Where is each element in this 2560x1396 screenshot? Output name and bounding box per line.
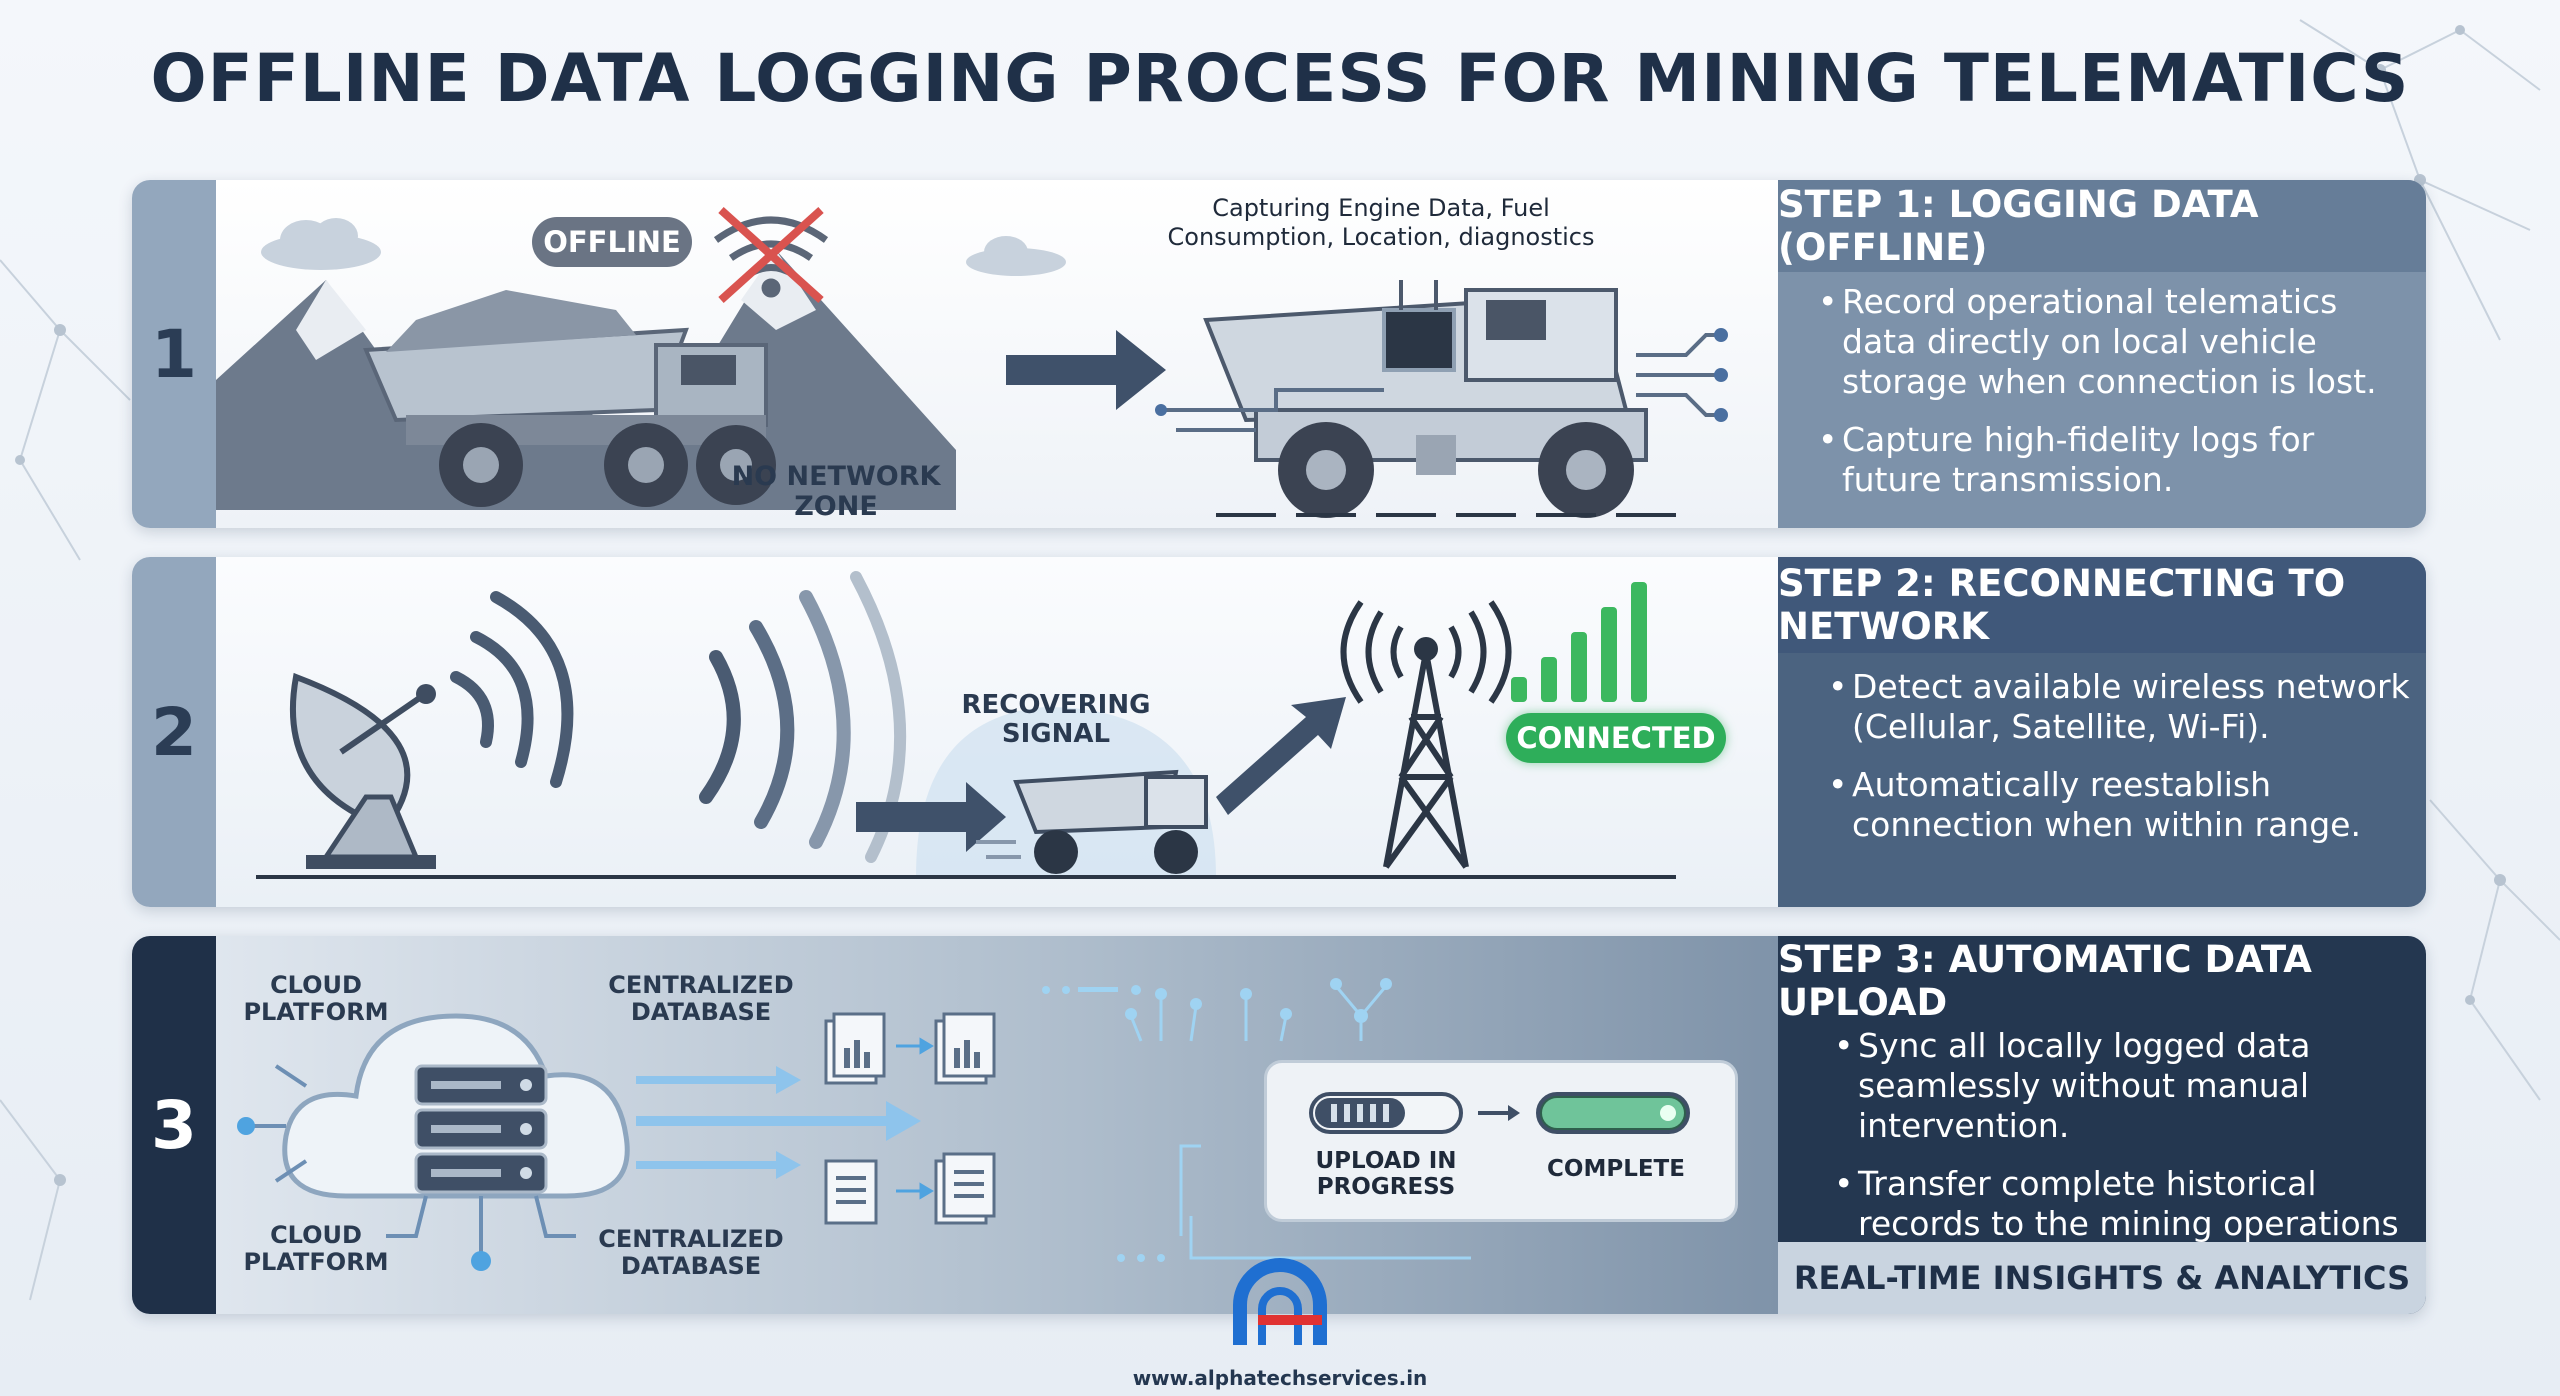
cloud-icon <box>261 218 1066 276</box>
bullet-item: Sync all locally logged data seamlessly … <box>1834 1026 2424 1146</box>
step-1-heading: STEP 1: LOGGING DATA (OFFLINE) <box>1778 180 2426 272</box>
step-1-bullets: Record operational telematics data direc… <box>1818 282 2408 518</box>
step-2-panel: 2 <box>132 557 2426 907</box>
chip-icon <box>1382 280 1456 372</box>
step-3-panel: 3 <box>132 936 2426 1314</box>
step-2-info: STEP 2: RECONNECTING TO NETWORK Detect a… <box>1778 557 2426 907</box>
company-logo <box>1233 1258 1327 1345</box>
footer-url: www.alphatechservices.in <box>1132 1366 1428 1390</box>
no-network-zone-label: NO NETWORK ZONE <box>731 461 941 522</box>
progress-overlay <box>1309 1092 1690 1134</box>
bullet-item: Record operational telematics data direc… <box>1818 282 2408 402</box>
step-3-scene: CLOUD PLATFORM CENTRALIZED DATABASE CLOU… <box>216 936 1778 1314</box>
satellite-dish-icon <box>289 672 436 869</box>
step-1-panel: 1 <box>132 180 2426 528</box>
no-signal-icon <box>713 207 829 303</box>
step-2-heading: STEP 2: RECONNECTING TO NETWORK <box>1778 557 2426 653</box>
bullet-item: Transfer complete historical records to … <box>1834 1164 2424 1284</box>
step-1-info: STEP 1: LOGGING DATA (OFFLINE) Record op… <box>1778 180 2426 528</box>
connected-badge: CONNECTED <box>1506 713 1726 763</box>
centralized-database-label-bottom: CENTRALIZED DATABASE <box>598 1225 784 1280</box>
upload-status-box <box>1264 1060 1738 1222</box>
cloud-platform-label-bottom: CLOUD PLATFORM <box>243 1221 389 1276</box>
centralized-database-label-top: CENTRALIZED DATABASE <box>608 971 794 1026</box>
step-3-heading: STEP 3: AUTOMATIC DATA UPLOAD <box>1778 938 2312 1024</box>
complete-label: COMPLETE <box>1547 1156 1685 1182</box>
upload-in-progress-label: UPLOAD IN PROGRESS <box>1315 1148 1457 1200</box>
signal-waves <box>450 571 907 863</box>
step-number: 1 <box>132 180 216 528</box>
step-1-scene: OFFLINE NO NETWORK ZONE Capturing Engine… <box>216 180 1778 528</box>
arrow-icon <box>1006 330 1166 410</box>
step-3-info: STEP 3: AUTOMATIC DATA UPLOAD Sync all l… <box>1778 936 2426 1314</box>
flow-arrows <box>636 1066 921 1179</box>
cloud-icon <box>282 1013 630 1199</box>
step-2-scene: RECOVERING SIGNAL CONNECTED <box>216 557 1778 907</box>
bullet-item: Capture high-fidelity logs for future tr… <box>1818 420 2408 500</box>
step-1-illustration <box>216 207 1728 518</box>
signal-bars-icon <box>1511 582 1647 702</box>
bullet-item: Automatically reestablish connection whe… <box>1828 765 2418 845</box>
bullet-item: Detect available wireless network (Cellu… <box>1828 667 2418 747</box>
step-2-illustration <box>256 571 1676 879</box>
cell-tower-icon <box>1340 600 1512 869</box>
data-lines <box>1166 333 1716 432</box>
step-number: 2 <box>132 557 216 907</box>
capturing-data-label: Capturing Engine Data, Fuel Consumption,… <box>1167 194 1595 251</box>
recovering-signal-label: RECOVERING SIGNAL <box>961 690 1151 749</box>
offline-badge: OFFLINE <box>532 217 692 267</box>
step-number: 3 <box>132 936 216 1314</box>
page-title: OFFLINE DATA LOGGING PROCESS FOR MINING … <box>150 40 2410 117</box>
haul-truck-icon <box>976 769 1208 874</box>
step-3-bullets: Sync all locally logged data seamlessly … <box>1834 1026 2424 1302</box>
server-icon <box>414 1064 548 1194</box>
cloud-platform-label-top: CLOUD PLATFORM <box>243 971 389 1026</box>
insights-footer: REAL-TIME INSIGHTS & ANALYTICS <box>1778 1242 2426 1314</box>
step-2-bullets: Detect available wireless network (Cellu… <box>1828 667 2418 863</box>
haul-truck-icon <box>363 290 776 507</box>
